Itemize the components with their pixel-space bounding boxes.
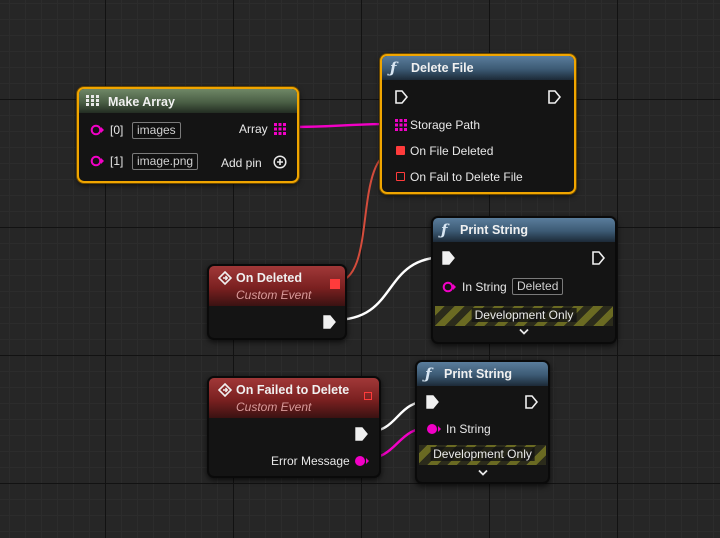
function-icon: ƒ (390, 59, 397, 77)
on-fail-delete-label: On Fail to Delete File (410, 170, 523, 184)
make-array-header[interactable]: Make Array (79, 89, 297, 113)
wire-exec-deleted-to-print[interactable] (333, 255, 447, 322)
in-string-pin[interactable] (426, 423, 442, 435)
in-string-label: In String (446, 422, 491, 436)
event-diamond-icon (218, 383, 232, 397)
in-string-label: In String (462, 280, 507, 294)
exec-in-pin[interactable] (395, 90, 408, 104)
on-deleted-title: On Deleted (236, 271, 302, 285)
array-pin-index-0: [0] (110, 123, 124, 137)
print-string-2-header[interactable]: ƒ Print String (417, 362, 548, 386)
exec-in-pin[interactable] (426, 395, 439, 409)
on-fail-delete-pin[interactable] (396, 172, 405, 181)
wire-array-to-storage-path[interactable] (289, 122, 393, 129)
on-failed-title: On Failed to Delete (236, 383, 350, 397)
print-string-1-header[interactable]: ƒ Print String (433, 218, 615, 242)
in-string-value-input[interactable]: Deleted (512, 278, 564, 295)
on-deleted-subtitle: Custom Event (236, 288, 312, 302)
in-string-pin[interactable] (442, 281, 456, 293)
development-only-label: Development Only (430, 447, 535, 461)
exec-out-pin[interactable] (525, 395, 538, 409)
function-icon: ƒ (425, 365, 432, 383)
array-pin-value-0[interactable]: images (132, 122, 181, 139)
print-string-node-2[interactable]: ƒ Print String In String Development Onl… (415, 360, 550, 484)
error-message-string-pin[interactable] (354, 455, 370, 467)
make-array-title: Make Array (108, 95, 175, 109)
delete-file-node[interactable]: ƒ Delete File Storage Path On File Delet… (380, 54, 576, 194)
event-diamond-icon (218, 271, 232, 285)
add-circle-icon[interactable] (273, 155, 287, 169)
on-deleted-header[interactable]: On Deleted Custom Event (209, 266, 345, 306)
on-failed-subtitle: Custom Event (236, 400, 312, 414)
print-string-node-1[interactable]: ƒ Print String In String Deleted Develop… (431, 216, 617, 344)
exec-out-pin[interactable] (592, 251, 605, 265)
on-failed-event-node[interactable]: On Failed to Delete Custom Event Error M… (207, 376, 381, 478)
print-string-2-title: Print String (444, 367, 513, 381)
exec-out-pin[interactable] (548, 90, 561, 104)
delete-file-header[interactable]: ƒ Delete File (382, 56, 574, 80)
delete-file-title: Delete File (411, 61, 474, 75)
event-delegate-pin[interactable] (364, 392, 372, 400)
development-only-label: Development Only (471, 308, 577, 322)
function-icon: ƒ (441, 221, 448, 239)
make-array-node[interactable]: Make Array [0] images Array [1] image.pn… (77, 87, 299, 183)
array-grid-icon (86, 95, 99, 106)
on-deleted-event-node[interactable]: On Deleted Custom Event (207, 264, 347, 340)
development-only-bar: Development Only (419, 445, 546, 465)
print-string-1-title: Print String (460, 223, 529, 237)
on-file-deleted-label: On File Deleted (410, 144, 494, 158)
chevron-down-icon[interactable] (518, 328, 530, 336)
error-message-label: Error Message (271, 454, 350, 468)
chevron-down-icon[interactable] (477, 469, 489, 477)
storage-path-label: Storage Path (410, 118, 481, 132)
development-only-bar: Development Only (435, 306, 613, 326)
event-delegate-pin[interactable] (330, 279, 340, 289)
array-pin-value-1[interactable]: image.png (132, 153, 199, 170)
array-output-label: Array (239, 122, 268, 136)
array-pin-index-1: [1] (110, 154, 124, 168)
string-pin-0[interactable] (90, 124, 104, 136)
array-output-pin[interactable] (274, 123, 286, 135)
string-pin-1[interactable] (90, 155, 104, 167)
on-file-deleted-pin[interactable] (396, 146, 405, 155)
add-pin-button[interactable]: Add pin (221, 156, 262, 170)
exec-out-pin[interactable] (355, 427, 368, 441)
exec-in-pin[interactable] (442, 251, 455, 265)
storage-path-array-pin[interactable] (395, 119, 407, 131)
on-failed-header[interactable]: On Failed to Delete Custom Event (209, 378, 379, 418)
exec-out-pin[interactable] (323, 315, 336, 329)
